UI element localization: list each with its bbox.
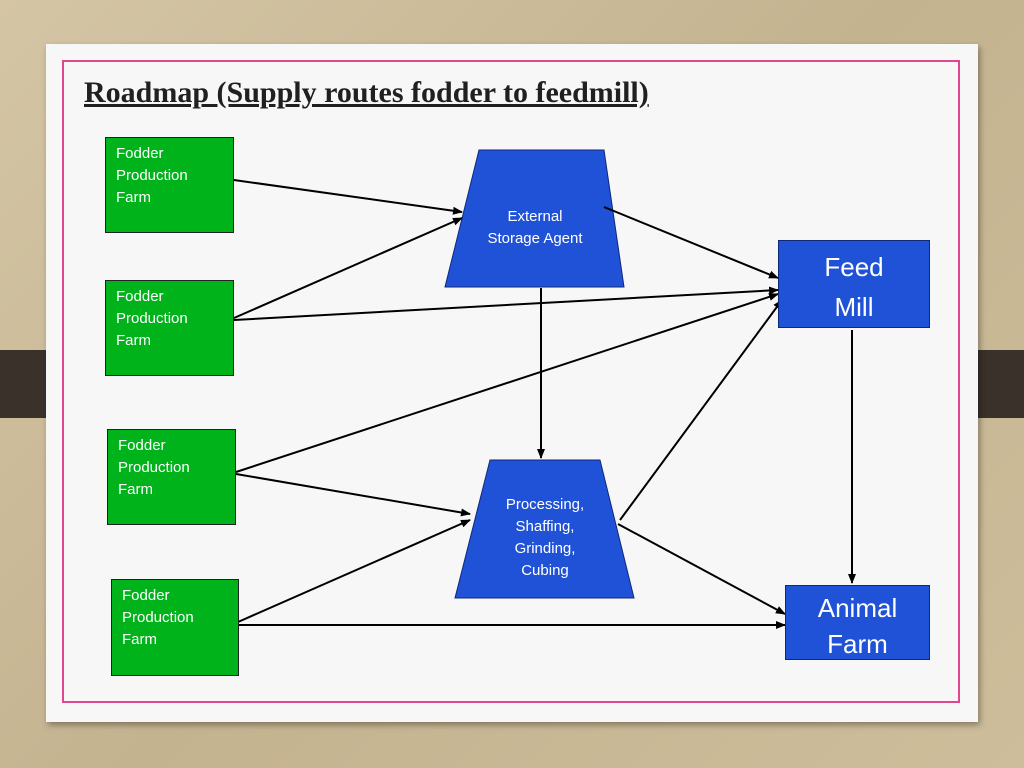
arrow-processing-to-feedmill	[620, 300, 782, 520]
farm-label-line3: Farm	[118, 479, 235, 501]
farm-label-line3: Farm	[122, 629, 238, 651]
farm-label-line1: Fodder	[118, 435, 235, 457]
arrow-farm2-to-feedmill	[234, 290, 778, 320]
processing-label-line2: Shaffing,	[474, 516, 616, 538]
arrow-farm2-to-storage	[234, 218, 462, 318]
farm-label-line2: Production	[118, 457, 235, 479]
farm-label-line2: Production	[116, 165, 233, 187]
processing-label-line3: Grinding,	[474, 538, 616, 560]
farm-label-line1: Fodder	[116, 286, 233, 308]
feed-mill-label-line1: Feed	[779, 247, 929, 287]
farm-label-line2: Production	[116, 308, 233, 330]
feed-mill-label-line2: Mill	[779, 287, 929, 327]
processing-label-line1: Processing,	[474, 494, 616, 516]
storage-label-line1: External	[464, 206, 606, 228]
processing-label-line4: Cubing	[474, 560, 616, 582]
animal-farm-label-line1: Animal	[786, 590, 929, 626]
farm-label-line3: Farm	[116, 187, 233, 209]
arrow-farm4-to-processing	[238, 520, 470, 622]
fodder-farm-2: Fodder Production Farm	[105, 280, 234, 376]
animal-farm-label-line2: Farm	[786, 626, 929, 662]
fodder-farm-1: Fodder Production Farm	[105, 137, 234, 233]
farm-label-line1: Fodder	[122, 585, 238, 607]
farm-label-line3: Farm	[116, 330, 233, 352]
feed-mill-node: Feed Mill	[778, 240, 930, 328]
arrow-processing-to-animal-farm	[618, 524, 785, 614]
fodder-farm-4: Fodder Production Farm	[111, 579, 239, 676]
fodder-farm-3: Fodder Production Farm	[107, 429, 236, 525]
processing-label: Processing, Shaffing, Grinding, Cubing	[474, 494, 616, 582]
arrow-farm3-to-processing	[236, 474, 470, 514]
arrow-storage-to-feedmill	[604, 207, 778, 278]
arrow-farm1-to-storage	[234, 180, 462, 212]
animal-farm-node: Animal Farm	[785, 585, 930, 660]
storage-label-line2: Storage Agent	[464, 228, 606, 250]
storage-agent-label: External Storage Agent	[464, 206, 606, 250]
arrow-farm3-to-feedmill	[236, 294, 778, 472]
farm-label-line1: Fodder	[116, 143, 233, 165]
farm-label-line2: Production	[122, 607, 238, 629]
